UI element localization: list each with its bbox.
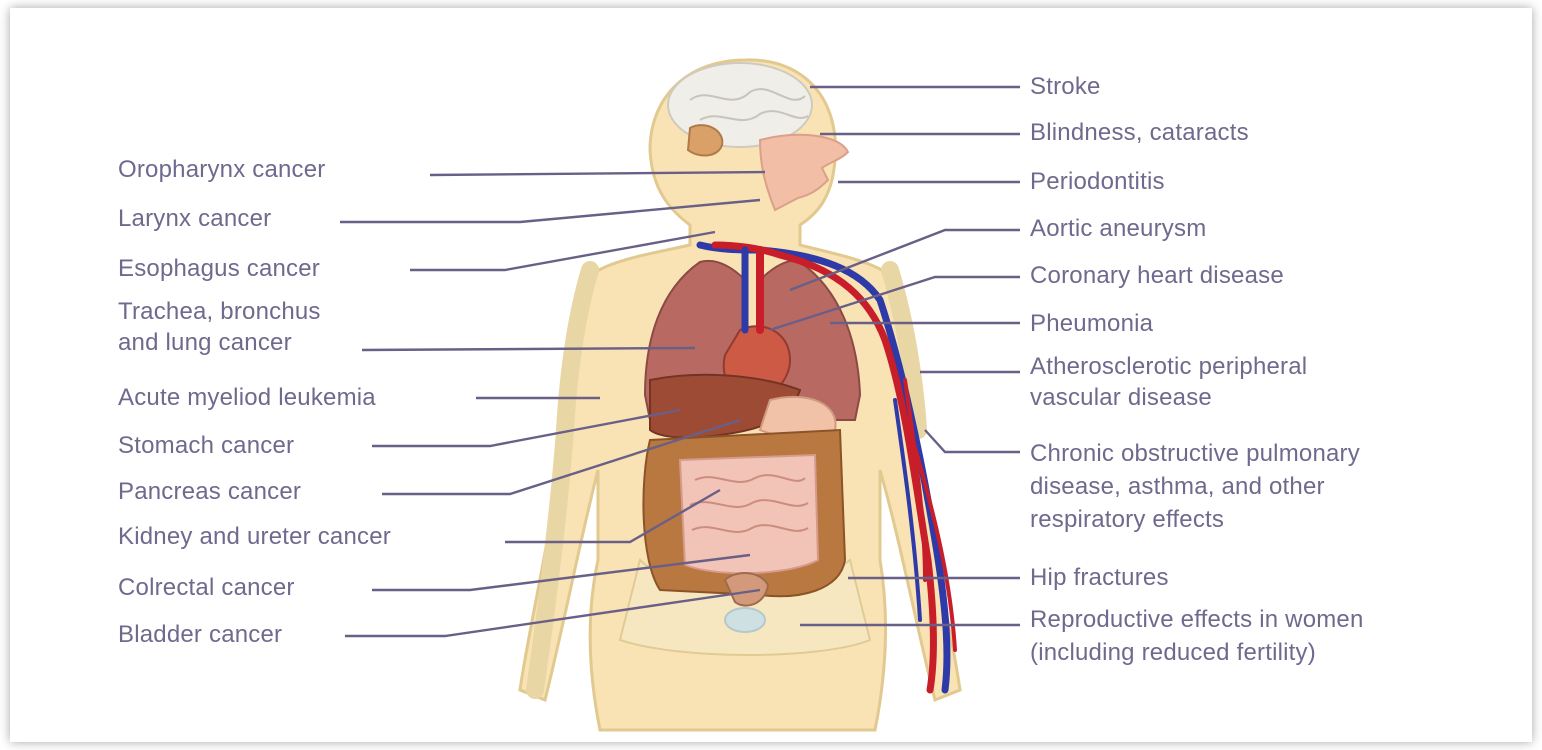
label-atherosclerotic-line2: vascular disease: [1030, 383, 1212, 412]
label-pneumonia: Pheumonia: [1030, 309, 1153, 338]
label-acute-myeloid-leukemia: Acute myeliod leukemia: [118, 383, 376, 412]
label-stomach-cancer: Stomach cancer: [118, 431, 294, 460]
label-copd-line1: Chronic obstructive pulmonary: [1030, 439, 1360, 468]
label-trachea-line2: and lung cancer: [118, 328, 292, 357]
label-larynx-cancer: Larynx cancer: [118, 204, 271, 233]
label-colorectal-cancer: Colrectal cancer: [118, 573, 295, 602]
label-copd-line3: respiratory effects: [1030, 505, 1224, 534]
label-blindness-cataracts: Blindness, cataracts: [1030, 118, 1249, 147]
label-coronary-heart-disease: Coronary heart disease: [1030, 261, 1284, 290]
label-reproductive-line2: (including reduced fertility): [1030, 638, 1316, 667]
label-kidney-ureter-cancer: Kidney and ureter cancer: [118, 522, 391, 551]
label-atherosclerotic-line1: Atherosclerotic peripheral: [1030, 352, 1307, 381]
label-trachea-line1: Trachea, bronchus: [118, 297, 321, 326]
label-hip-fractures: Hip fractures: [1030, 563, 1169, 592]
label-periodontitis: Periodontitis: [1030, 167, 1165, 196]
label-copd-line2: disease, asthma, and other: [1030, 472, 1325, 501]
label-pancreas-cancer: Pancreas cancer: [118, 477, 301, 506]
label-bladder-cancer: Bladder cancer: [118, 620, 282, 649]
label-esophagus-cancer: Esophagus cancer: [118, 254, 320, 283]
label-reproductive-line1: Reproductive effects in women: [1030, 605, 1364, 634]
label-oropharynx-cancer: Oropharynx cancer: [118, 155, 326, 184]
label-stroke: Stroke: [1030, 72, 1101, 101]
label-aortic-aneurysm: Aortic aneurysm: [1030, 214, 1206, 243]
